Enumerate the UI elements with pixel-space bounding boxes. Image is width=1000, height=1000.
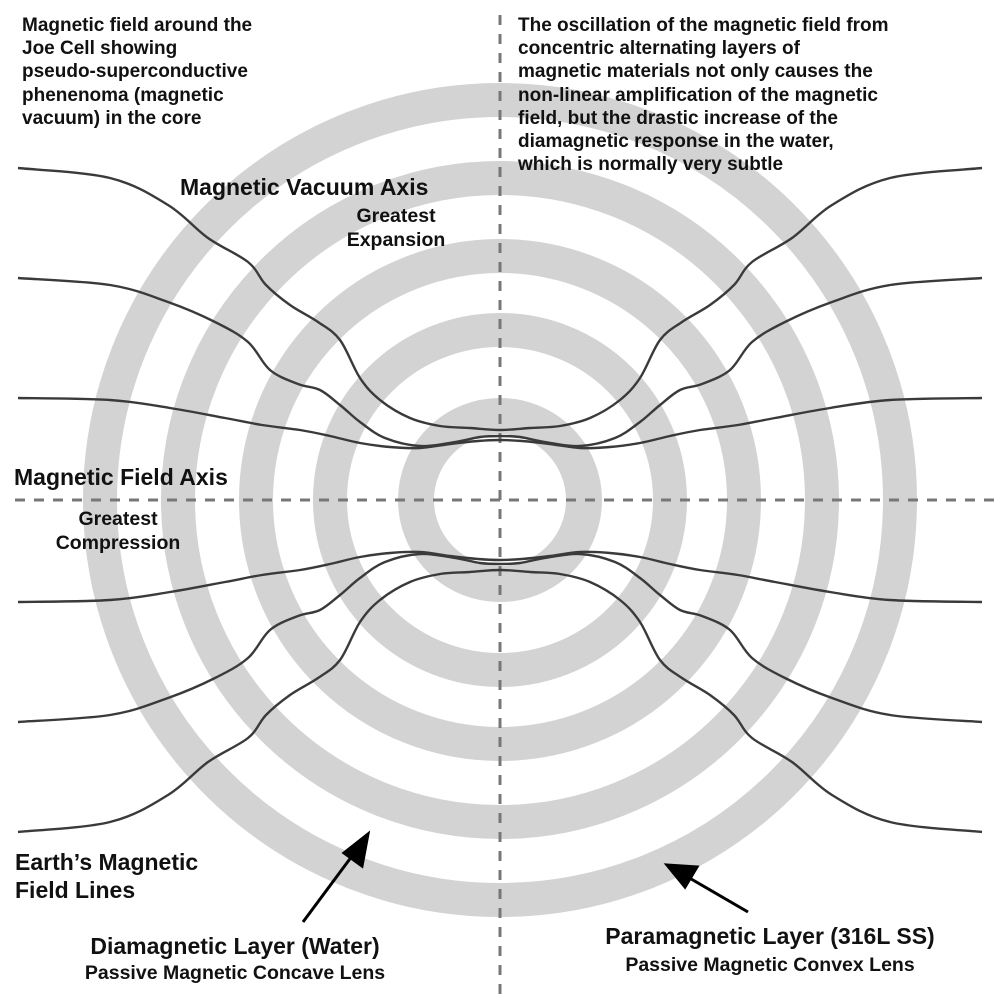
earth-field-lines-label: Earth’s Magnetic Field Lines [15, 849, 199, 904]
pointer-arrows [301, 830, 749, 923]
earth-field-lines [17, 166, 983, 834]
field-line-upper-1 [17, 166, 983, 432]
magnetic-field-axis-title: Magnetic Field Axis [14, 464, 228, 490]
paramagnetic-arrow [663, 863, 749, 914]
diamagnetic-arrow [301, 830, 371, 923]
field-line-upper-2 [17, 276, 983, 448]
diamagnetic-layer-title: Diamagnetic Layer (Water) [90, 933, 380, 959]
paramagnetic-layer-title: Paramagnetic Layer (316L SS) [605, 923, 935, 949]
field-line-lower-1 [17, 568, 983, 834]
field-line-lower-2 [17, 552, 983, 724]
magnetic-vacuum-axis-subtitle: Greatest Expansion [346, 205, 446, 251]
magnetic-vacuum-axis-title: Magnetic Vacuum Axis [180, 174, 429, 200]
field-line-upper-3 [17, 396, 983, 450]
field-line-lower-3 [17, 550, 983, 604]
paramagnetic-layer-subtitle: Passive Magnetic Convex Lens [625, 954, 915, 976]
diamagnetic-layer-subtitle: Passive Magnetic Concave Lens [84, 962, 386, 984]
top-left-description: Magnetic field around the Joe Cell showi… [22, 15, 253, 129]
magnetic-field-axis-subtitle: Greatest Compression [55, 508, 181, 554]
top-right-description: The oscillation of the magnetic field fr… [518, 15, 889, 176]
